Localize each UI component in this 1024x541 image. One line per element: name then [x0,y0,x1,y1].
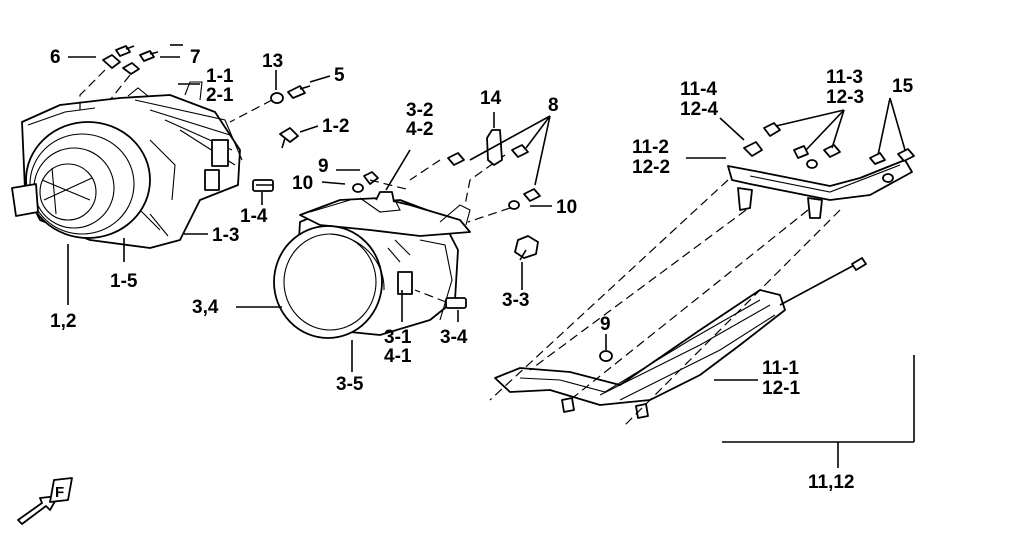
front-arrow-icon: F [17,477,73,525]
guide-lines [489,179,841,426]
callout-14: 14 [480,88,502,109]
leader-lines [67,56,906,381]
callout-labels: 6 7 13 5 1-1 2-1 1-2 9 10 1-4 1-3 1-5 1,… [50,47,914,493]
callout-10-b: 10 [556,197,577,218]
callout-4-2: 4-2 [406,119,433,140]
callout-3-5: 3-5 [336,374,364,395]
bolt-3-3 [514,235,539,261]
washer-9-lower [599,350,613,362]
upper-bracket-11-2 [727,122,915,219]
callout-12-1: 12-1 [762,378,800,399]
callout-1-4: 1-4 [240,206,268,227]
callout-9-b: 9 [600,314,611,335]
callout-1-2: 1-2 [322,116,349,137]
callout-3-4-group: 3,4 [192,297,219,318]
group-bracket-11-12 [722,355,915,468]
callout-8: 8 [548,95,559,116]
callout-12-4: 12-4 [680,99,718,120]
callout-13: 13 [262,51,283,72]
callout-9-a: 9 [318,156,329,177]
callout-1-1: 1-1 [206,66,234,87]
callout-12-2: 12-2 [632,157,670,178]
callout-3-2: 3-2 [406,100,433,121]
lower-bracket-11-1 [494,257,867,419]
callout-11-2: 11-2 [632,137,669,158]
callout-3-3: 3-3 [502,290,529,311]
screw-5-washer-13 [229,85,311,123]
headlight-assembly-left [11,81,243,249]
front-marker: F [55,484,64,501]
callout-11-4: 11-4 [680,79,717,100]
callout-3-1: 3-1 [384,327,412,348]
callout-11-12-group: 11,12 [808,472,855,493]
screw-1-4 [252,179,274,192]
callout-5: 5 [334,65,345,86]
callout-1-3: 1-3 [212,225,239,246]
callout-1-2-group: 1,2 [50,311,76,332]
callout-12-3: 12-3 [826,87,864,108]
callout-10-a: 10 [292,173,313,194]
screw-1-2 [279,127,299,149]
bracket-14 [486,129,503,166]
callout-6: 6 [50,47,61,68]
callout-3-4: 3-4 [440,327,468,348]
screws-6-7 [79,44,183,110]
callout-2-1: 2-1 [206,85,234,106]
callout-7: 7 [190,47,201,68]
callout-4-1: 4-1 [384,346,412,367]
callout-1-5: 1-5 [110,271,138,292]
callout-11-1: 11-1 [762,358,799,379]
callout-11-3: 11-3 [826,67,863,88]
headlight-assembly-center [273,191,471,339]
callout-15: 15 [892,76,914,97]
